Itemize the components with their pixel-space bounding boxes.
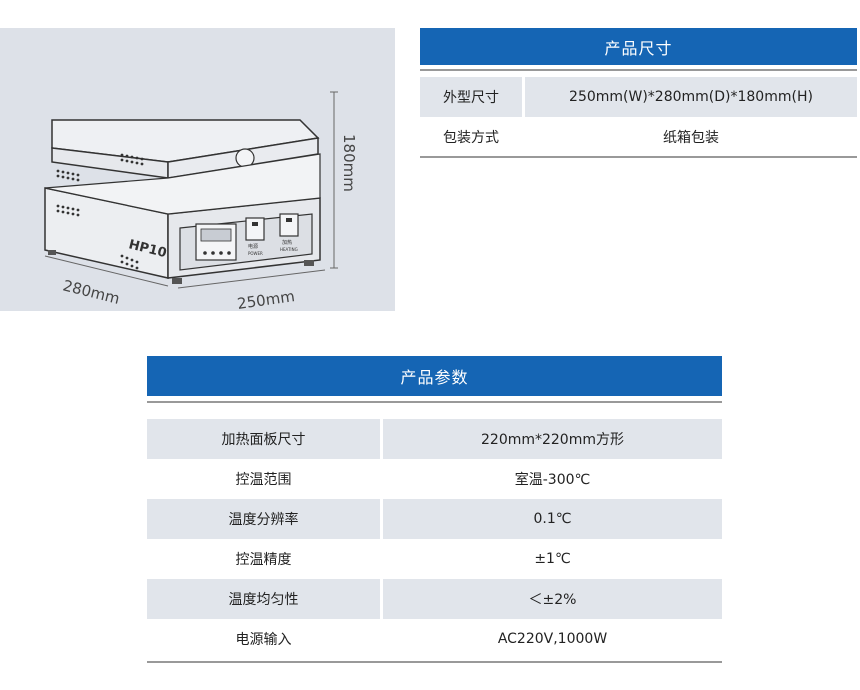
- table-row: 电源输入 AC220V,1000W: [147, 619, 722, 659]
- row-value: AC220V,1000W: [497, 631, 608, 647]
- row-label: 电源输入: [235, 632, 292, 648]
- table-row: 加热面板尺寸 220mm*220mm方形: [147, 419, 722, 459]
- row-value: ＜±2%: [528, 592, 577, 608]
- power-switch: [245, 217, 265, 241]
- depth-dimension: 280mm: [61, 276, 121, 307]
- row-label: 控温精度: [235, 552, 292, 568]
- row-value: 220mm*220mm方形: [481, 432, 624, 448]
- row-label: 外型尺寸: [443, 90, 499, 106]
- row-value: 室温-300℃: [514, 472, 591, 488]
- param-table: 加热面板尺寸 220mm*220mm方形 控温范围 室温-300℃ 温度分辨率 …: [147, 419, 722, 659]
- param-table-title: 产品参数: [400, 368, 469, 387]
- row-label: 温度分辨率: [228, 512, 299, 528]
- size-table: 外型尺寸 250mm(W)*280mm(D)*180mm(H) 包装方式 纸箱包…: [420, 77, 857, 157]
- power-switch-sub: POWER: [248, 251, 263, 256]
- product-image-panel: HP10 电源 POWER 加热 HEATING 180mm 280mm 250…: [0, 28, 395, 311]
- width-dimension: 250mm: [236, 287, 296, 311]
- row-value: 250mm(W)*280mm(D)*180mm(H): [569, 89, 813, 105]
- heating-switch-sub: HEATING: [280, 247, 298, 252]
- param-table-header: 产品参数: [147, 356, 722, 396]
- row-label: 包装方式: [443, 130, 499, 146]
- table-row: 包装方式 纸箱包装: [420, 117, 857, 157]
- table-row: 控温精度 ±1℃: [147, 539, 722, 579]
- row-value: 0.1℃: [533, 511, 572, 527]
- size-table-bottom-rule: [420, 156, 857, 158]
- row-value: ±1℃: [534, 551, 571, 567]
- heating-switch: [279, 213, 299, 237]
- heating-switch-label: 加热: [282, 239, 292, 246]
- param-table-bottom-rule: [147, 661, 722, 663]
- row-value: 纸箱包装: [663, 130, 719, 146]
- table-row: 外型尺寸 250mm(W)*280mm(D)*180mm(H): [420, 77, 857, 117]
- height-dimension: 180mm: [340, 134, 358, 192]
- power-switch-label: 电源: [248, 243, 258, 250]
- table-row: 温度均匀性 ＜±2%: [147, 579, 722, 619]
- size-table-top-rule: [420, 69, 857, 71]
- row-label: 温度均匀性: [228, 592, 299, 608]
- table-row: 控温范围 室温-300℃: [147, 459, 722, 499]
- hotplate-illustration: HP10 电源 POWER 加热 HEATING 180mm 280mm 250…: [44, 91, 358, 311]
- param-table-top-rule: [147, 401, 722, 403]
- table-row: 温度分辨率 0.1℃: [147, 499, 722, 539]
- size-table-title: 产品尺寸: [604, 38, 673, 58]
- size-table-header: 产品尺寸: [420, 28, 857, 65]
- row-label: 加热面板尺寸: [221, 432, 306, 448]
- row-label: 控温范围: [235, 472, 292, 488]
